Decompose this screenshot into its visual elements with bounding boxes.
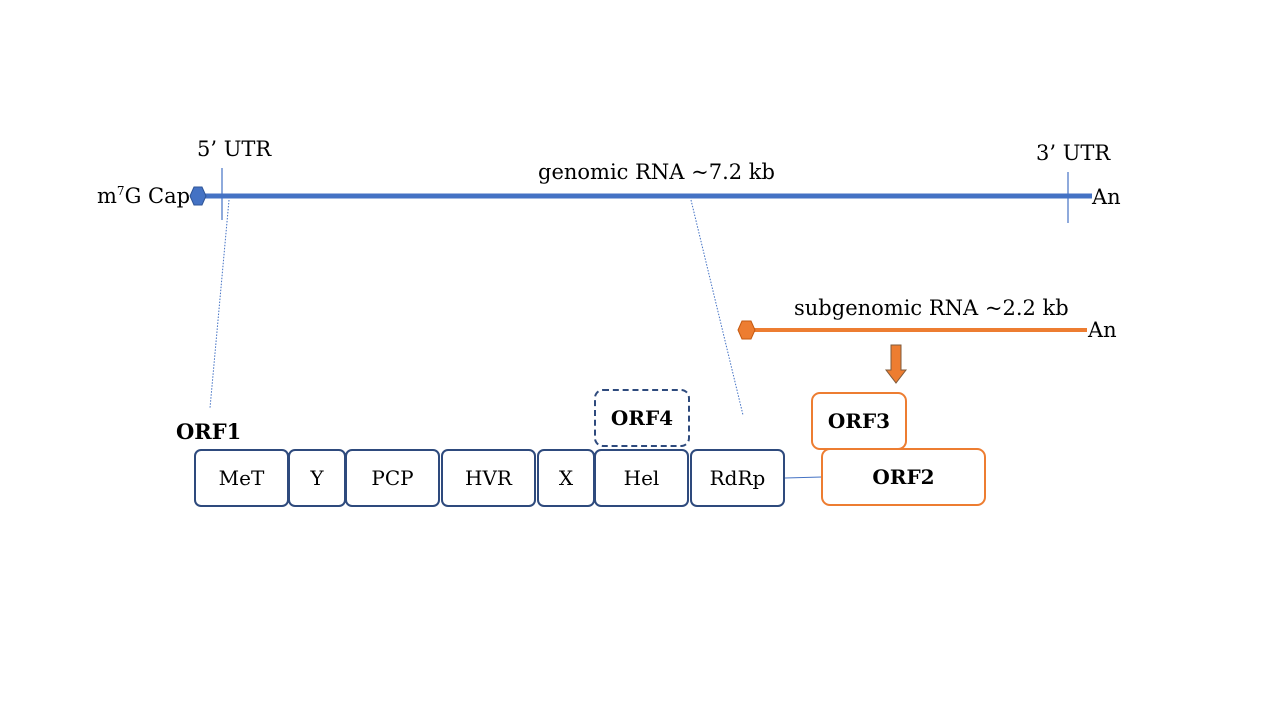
orf4-title: ORF4: [610, 406, 674, 430]
genomic-rna-label: genomic RNA ~7.2 kb: [538, 160, 775, 184]
domain-x: X: [537, 449, 595, 507]
domain-met: MeT: [194, 449, 289, 507]
cap-label: m7G Cap: [97, 184, 191, 208]
cap-hexagon-icon: [189, 186, 207, 206]
domain-y: Y: [288, 449, 346, 507]
subgenomic-polya-label: An: [1088, 318, 1117, 342]
orf3-title: ORF3: [827, 409, 891, 433]
genomic-polya-label: An: [1092, 185, 1121, 209]
connector-right: [690, 199, 744, 416]
orf4-box: ORF4: [594, 389, 690, 447]
orf2-title: ORF2: [872, 465, 935, 489]
subgenomic-rna-label: subgenomic RNA ~2.2 kb: [794, 296, 1069, 320]
domain-hvr: HVR: [441, 449, 536, 507]
connector-left: [209, 199, 230, 409]
orf2-box: ORF2: [821, 448, 986, 506]
domain-hel: Hel: [594, 449, 689, 507]
utr5-label: 5’ UTR: [197, 137, 272, 161]
orf3-box: ORF3: [811, 392, 907, 450]
subgenomic-cap-hexagon-icon: [737, 320, 756, 340]
rdrp-orf2-connector: [784, 476, 823, 479]
domain-rdrp: RdRp: [690, 449, 785, 507]
domain-pcp: PCP: [345, 449, 440, 507]
utr3-label: 3’ UTR: [1036, 141, 1111, 165]
orf1-title: ORF1: [176, 419, 242, 444]
down-arrow-icon: [884, 344, 908, 384]
